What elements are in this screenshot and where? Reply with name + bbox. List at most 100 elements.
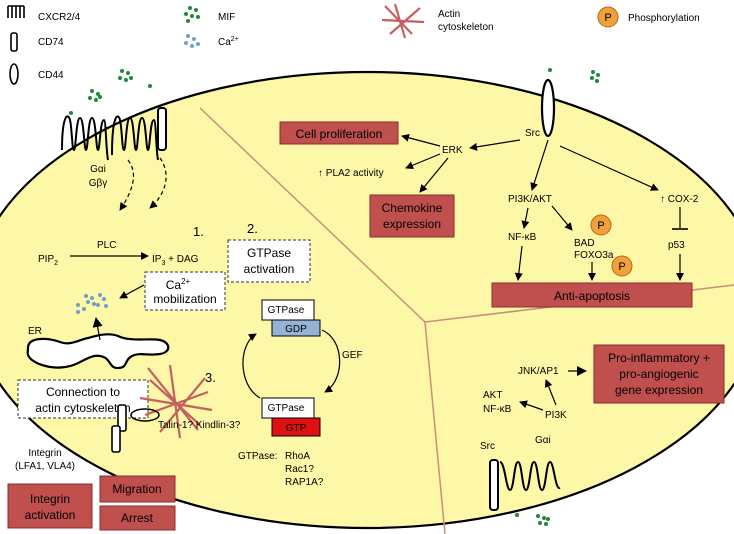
jnk-ap1-label: JNK/AP1 (518, 366, 559, 377)
src-bottom-label: Src (480, 441, 495, 452)
gtpase-gdp-top-label: GTPase (268, 305, 305, 316)
nfkb-top-label: NF-κB (508, 232, 537, 243)
src-top-label: Src (525, 128, 540, 139)
g-alpha-i-bottom-label: Gαi (535, 435, 551, 446)
cxcr-receptor-icon (7, 5, 25, 18)
pro-inflammatory-label-2: pro-angiogenic (619, 367, 698, 381)
cxcr-receptor-left-2 (111, 115, 159, 161)
legend-actin-label-1: Actin (438, 9, 460, 20)
calcium-mobilization-label-1: Ca2+ (166, 277, 191, 292)
step-2-label: 2. (247, 221, 258, 236)
pi3k-to-jnk-arrow (544, 379, 557, 406)
integrin-activation-box (7, 483, 93, 529)
cd44-receptor-right (540, 78, 556, 138)
cd74-receptor-left (157, 107, 167, 151)
erk-label: ERK (442, 145, 463, 156)
foxo3a-phosphorylation-icon (611, 255, 633, 277)
pro-inflammatory-label-3: gene expression (615, 383, 703, 397)
src-to-erk-arrow (469, 139, 521, 151)
migration-box (99, 475, 176, 503)
connection-actin-label-2: actin cytoskeleton (35, 401, 130, 415)
foxo3a-phosphorylation-letter: P (618, 261, 625, 273)
pi3k-to-nfkb-arrow (521, 207, 530, 229)
erk-to-proliferation-arrow (401, 133, 441, 147)
bad-phosphorylation-icon (590, 214, 612, 236)
g-alpha-i-label: Gαi (90, 164, 106, 175)
dashed-arrow-cd74 (149, 157, 167, 209)
chemokine-label-1: Chemokine (382, 201, 443, 215)
legend-mif-label: MIF (218, 12, 235, 23)
chemokine-label-2: expression (383, 217, 441, 231)
bad-phosphorylation-letter: P (597, 220, 604, 232)
phosphorylation-icon (597, 6, 619, 28)
step-1-label: 1. (193, 224, 204, 239)
pro-inflammatory-label-1: Pro-inflammatory + (608, 351, 710, 365)
actin-cytoskeleton-icon (381, 3, 425, 39)
pi3k-bottom-label: PI3K (545, 410, 567, 421)
cd74-receptor-bottom (489, 459, 499, 511)
connection-actin-label-1: Connection to (46, 385, 120, 399)
anti-apoptosis-box (491, 282, 693, 308)
legend-actin-label-2: cytoskeleton (438, 22, 494, 33)
cd74-receptor-icon (10, 32, 18, 52)
plc-label: PLC (97, 240, 116, 251)
nfkb-bottom-label: NF-κB (483, 404, 512, 415)
pi3k-to-akt-arrow (519, 400, 544, 411)
integrin-label-2: (LFA1, VLA4) (15, 461, 75, 472)
arrest-box (99, 505, 176, 531)
mif-dots-icon (184, 6, 200, 23)
pi3k-akt-label: PI3K/AKT (508, 194, 552, 205)
ip3-dag-label: IP3 + DAG (152, 254, 199, 267)
step-3-label: 3. (205, 370, 216, 385)
calcium-release-arrow (119, 284, 145, 299)
gtpase-activation-label-1: GTPase (247, 246, 291, 260)
src-to-pi3k-arrow (530, 139, 549, 191)
integrin-activation-label-1: Integrin (30, 492, 70, 506)
gdp-box (271, 319, 321, 337)
cxcr-receptor-left-1 (61, 115, 109, 161)
chemokine-expression-box (369, 194, 455, 238)
arrest-label: Arrest (121, 511, 154, 525)
integrin-receptor (111, 404, 127, 453)
legend-calcium-label: Ca2+ (218, 36, 239, 48)
nfkb-to-antiapoptosis-arrow (514, 245, 523, 281)
talin-kindlin-label: Talin-1? Kindlin-3? (158, 420, 241, 431)
cox2-label: ↑ COX-2 (660, 194, 699, 205)
integrin-activation-label-2: activation (25, 508, 76, 522)
calcium-dots-icon (184, 34, 200, 48)
er-calcium-arrow (92, 317, 103, 341)
extracellular-mif (69, 68, 600, 526)
anti-apoptosis-label: Anti-apoptosis (554, 289, 630, 303)
integrin-label-1: Integrin (28, 448, 61, 459)
cxcr-receptor-bottom (499, 460, 561, 492)
rap1a-label: RAP1A? (285, 477, 324, 488)
endoplasmic-reticulum (26, 333, 170, 370)
bad-label: BAD (574, 238, 595, 249)
gef-arrow (321, 329, 341, 393)
dashed-arrow-gprotein (119, 159, 134, 211)
gtp-box (271, 417, 321, 437)
phosphorylation-icon-letter: P (604, 12, 611, 24)
gdp-label: GDP (285, 324, 307, 335)
pip2-label: PIP2 (38, 254, 58, 267)
erk-to-chemokine-arrow (419, 157, 449, 193)
gtpase-gtp-top-label: GTPase (268, 403, 305, 414)
pla2-label: ↑ PLA2 activity (318, 168, 384, 179)
src-to-cox2-arrow (559, 145, 659, 191)
rac1-label: Rac1? (285, 464, 314, 475)
pro-inflammatory-box (593, 344, 725, 404)
cd44-receptor-icon (9, 63, 19, 85)
legend-cd74-label: CD74 (38, 37, 64, 48)
g-beta-gamma-label: Gβγ (89, 178, 108, 189)
cell-membrane (0, 70, 734, 530)
gtpase-list-label: GTPase: (238, 451, 277, 462)
p53-label: p53 (668, 240, 685, 251)
pi3k-to-bad-arrow (551, 205, 573, 231)
legend-phosphorylation-label: Phosphorylation (628, 13, 700, 24)
gef-label: GEF (342, 350, 363, 361)
actin-filaments (139, 364, 213, 439)
rhoa-label: RhoA (285, 451, 310, 462)
legend-cxcr-label: CXCR2/4 (38, 12, 81, 23)
talin-kindlin-ring (130, 408, 160, 422)
